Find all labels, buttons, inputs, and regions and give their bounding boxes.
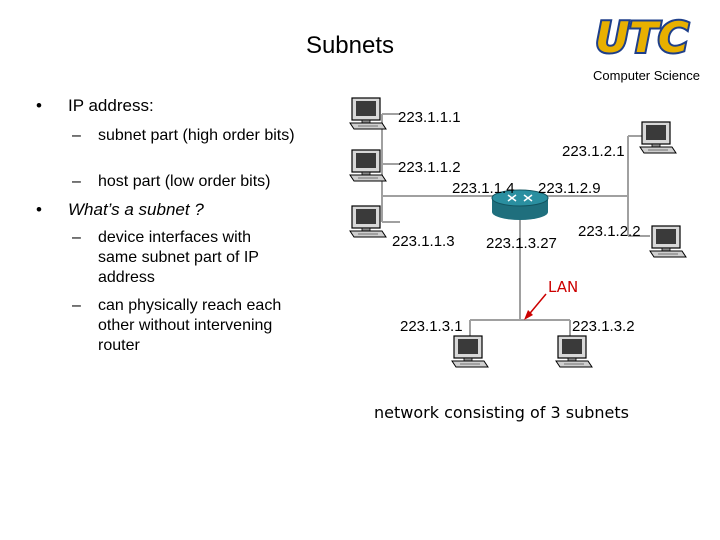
ip-label-223-1-1-1: 223.1.1.1 <box>398 109 461 126</box>
network-links <box>381 113 650 345</box>
lan-arrow <box>524 293 547 320</box>
host-223-1-3-2 <box>555 335 593 368</box>
ip-label-223-1-2-1: 223.1.2.1 <box>562 143 625 160</box>
ip-label-223-1-2-9: 223.1.2.9 <box>538 180 601 197</box>
department-label: Computer Science <box>593 68 700 83</box>
ip-label-223-1-1-3: 223.1.1.3 <box>392 233 455 250</box>
page-title: Subnets <box>305 32 395 59</box>
svg-text:UTC: UTC <box>595 13 689 62</box>
diagram-caption: network consisting of 3 subnets <box>374 403 629 422</box>
host-223-1-1-1 <box>349 97 387 130</box>
host-223-1-2-1 <box>639 121 677 154</box>
utc-logo: UTC UTC <box>588 8 696 64</box>
host-223-1-3-1 <box>451 335 489 368</box>
bullet-whats-a-subnet: •What’s a subnet ? <box>36 200 204 219</box>
ip-label-223-1-3-1: 223.1.3.1 <box>400 318 463 335</box>
host-223-1-2-2 <box>649 225 687 258</box>
ip-label-223-1-1-2: 223.1.1.2 <box>398 159 461 176</box>
router-icon <box>491 189 549 220</box>
host-223-1-1-2 <box>349 149 387 182</box>
lan-label: LAN <box>548 278 578 296</box>
bullet-ip-address: •IP address: <box>36 96 154 115</box>
ip-label-223-1-3-27: 223.1.3.27 <box>486 235 557 252</box>
ip-label-223-1-3-2: 223.1.3.2 <box>572 318 635 335</box>
host-223-1-1-3 <box>349 205 387 238</box>
svg-text:UTC: UTC <box>595 13 689 62</box>
ip-label-223-1-2-2: 223.1.2.2 <box>578 223 641 240</box>
ip-label-223-1-1-4: 223.1.1.4 <box>452 180 515 197</box>
